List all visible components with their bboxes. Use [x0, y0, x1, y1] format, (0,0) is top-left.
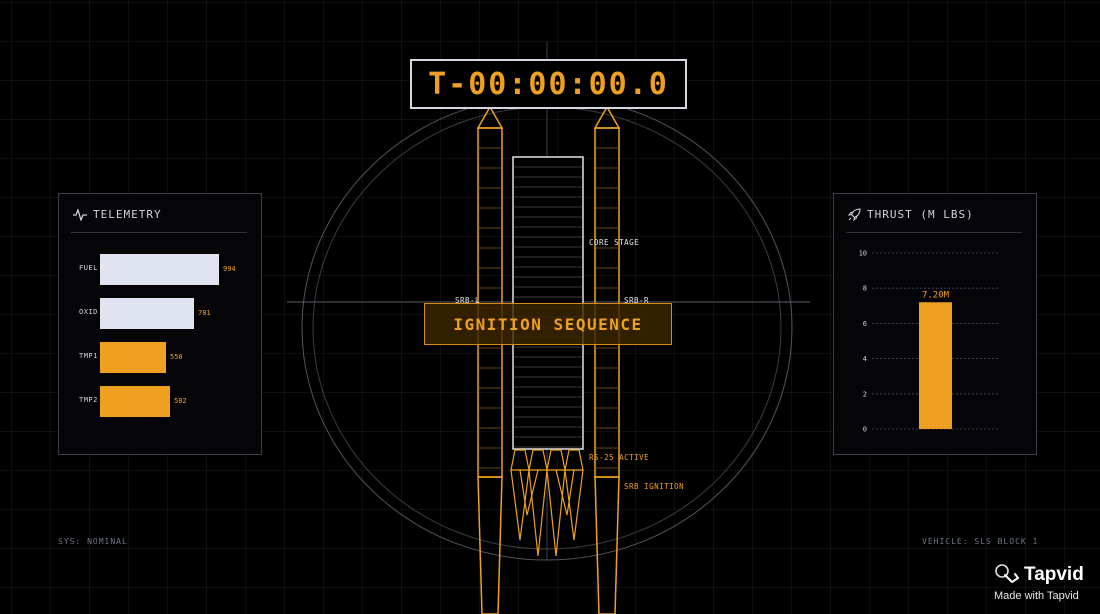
rocket-icon	[848, 208, 861, 221]
telemetry-bar	[100, 254, 219, 285]
y-tick-label: 6	[863, 320, 867, 328]
thrust-chart: 0 2 4 6 8 10 7.20M	[859, 250, 1000, 434]
srb-right-booster	[593, 105, 621, 614]
telemetry-label: TMP2	[79, 396, 98, 404]
tapvid-watermark: Tapvid Made with Tapvid	[990, 562, 1094, 608]
thrust-divider	[846, 232, 1022, 233]
telemetry-label: OXID	[79, 308, 98, 316]
telemetry-row: FUEL 994	[59, 254, 259, 286]
y-tick-label: 8	[863, 285, 867, 293]
vehicle-designation: VEHICLE: SLS BLOCK 1	[922, 537, 1039, 546]
srb-right-label: SRB-R	[624, 296, 650, 305]
telemetry-row: OXID 781	[59, 298, 259, 330]
telemetry-row: TMP1 550	[59, 342, 259, 374]
thrust-title: THRUST (M LBS)	[867, 208, 974, 221]
thrust-value-label: 7.20M	[922, 290, 950, 300]
telemetry-label: FUEL	[79, 264, 98, 272]
telemetry-label: TMP1	[79, 352, 98, 360]
y-tick-label: 10	[859, 250, 867, 258]
telemetry-divider	[71, 232, 247, 233]
telemetry-value: 582	[174, 397, 187, 405]
tapvid-tagline: Made with Tapvid	[994, 590, 1079, 602]
tapvid-brand: Tapvid	[1024, 564, 1084, 585]
thrust-panel: THRUST (M LBS) 0 2 4 6 8 10 7.20M	[833, 193, 1037, 455]
telemetry-title: TELEMETRY	[93, 208, 162, 221]
exhaust-plumes	[510, 469, 584, 557]
thrust-header: THRUST (M LBS)	[848, 208, 974, 221]
telemetry-value: 994	[223, 265, 236, 273]
system-status: SYS: NOMINAL	[58, 537, 128, 546]
core-stage-label: CORE STAGE	[589, 238, 640, 247]
y-tick-label: 2	[863, 390, 867, 398]
telemetry-value: 550	[170, 353, 183, 361]
telemetry-bar	[100, 298, 194, 329]
telemetry-bar	[100, 342, 166, 373]
rs25-active-label: RS-25 ACTIVE	[589, 453, 650, 462]
activity-icon	[73, 208, 87, 221]
tapvid-logo-icon	[995, 564, 1019, 583]
ignition-sequence-banner: IGNITION SEQUENCE	[424, 303, 672, 345]
telemetry-row: TMP2 582	[59, 386, 259, 418]
y-tick-label: 4	[863, 355, 867, 363]
telemetry-header: TELEMETRY	[73, 208, 162, 221]
y-tick-label: 0	[863, 426, 867, 434]
telemetry-value: 781	[198, 309, 211, 317]
srb-left-booster	[476, 105, 504, 614]
srb-left-label: SRB-L	[455, 296, 481, 305]
countdown-timer: T-00:00:00.0	[410, 59, 687, 109]
thrust-bar	[919, 302, 952, 429]
srb-ignition-label: SRB IGNITION	[624, 482, 685, 491]
telemetry-bar	[100, 386, 170, 417]
